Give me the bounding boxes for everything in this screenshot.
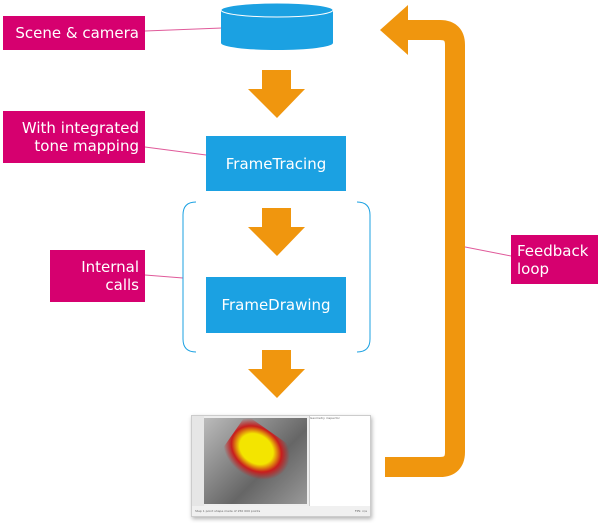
arrow-down-icon xyxy=(248,208,305,256)
label-text: tone mapping xyxy=(34,137,139,155)
box-label: FrameTracing xyxy=(225,154,327,173)
airplane-image xyxy=(214,416,304,501)
thumb-toolbar xyxy=(192,416,204,506)
label-text: Feedback xyxy=(517,241,589,260)
arrow-down-icon xyxy=(248,350,305,398)
panel-title: Geometry inspector xyxy=(310,416,340,420)
label-text: Internal xyxy=(81,258,139,276)
box-label: FrameDrawing xyxy=(221,296,331,314)
label-internal-calls: Internal calls xyxy=(50,250,145,302)
feedback-loop-arrow xyxy=(385,20,465,477)
connector-scene xyxy=(144,27,223,32)
status-right: FPS: n/a xyxy=(354,509,367,513)
frame-drawing-box: FrameDrawing xyxy=(206,277,346,333)
thumb-panel: Geometry inspector xyxy=(309,416,370,506)
label-tone-mapping: With integrated tone mapping xyxy=(3,111,145,163)
label-text: With integrated xyxy=(21,119,139,137)
label-scene-camera: Scene & camera xyxy=(3,16,145,50)
label-text: Scene & camera xyxy=(15,24,139,42)
label-feedback-loop: Feedback loop xyxy=(511,235,598,284)
status-left: Step 1 point shape made of 250 000 point… xyxy=(195,509,261,513)
bracket-left xyxy=(182,201,197,353)
thumb-statusbar: Step 1 point shape made of 250 000 point… xyxy=(192,506,370,516)
arrow-down-icon xyxy=(248,70,305,118)
connector-tone xyxy=(144,146,207,156)
scene-database-icon xyxy=(220,2,334,50)
frame-tracing-box: FrameTracing xyxy=(206,136,346,191)
thumb-viewport xyxy=(204,416,307,504)
label-text: calls xyxy=(105,276,139,294)
feedback-arrowhead-icon xyxy=(380,5,408,55)
result-screenshot-thumbnail: Geometry inspector Step 1 point shape ma… xyxy=(191,415,371,517)
connector-internal xyxy=(144,274,184,279)
label-text: loop xyxy=(517,259,550,278)
bracket-right xyxy=(356,201,371,353)
